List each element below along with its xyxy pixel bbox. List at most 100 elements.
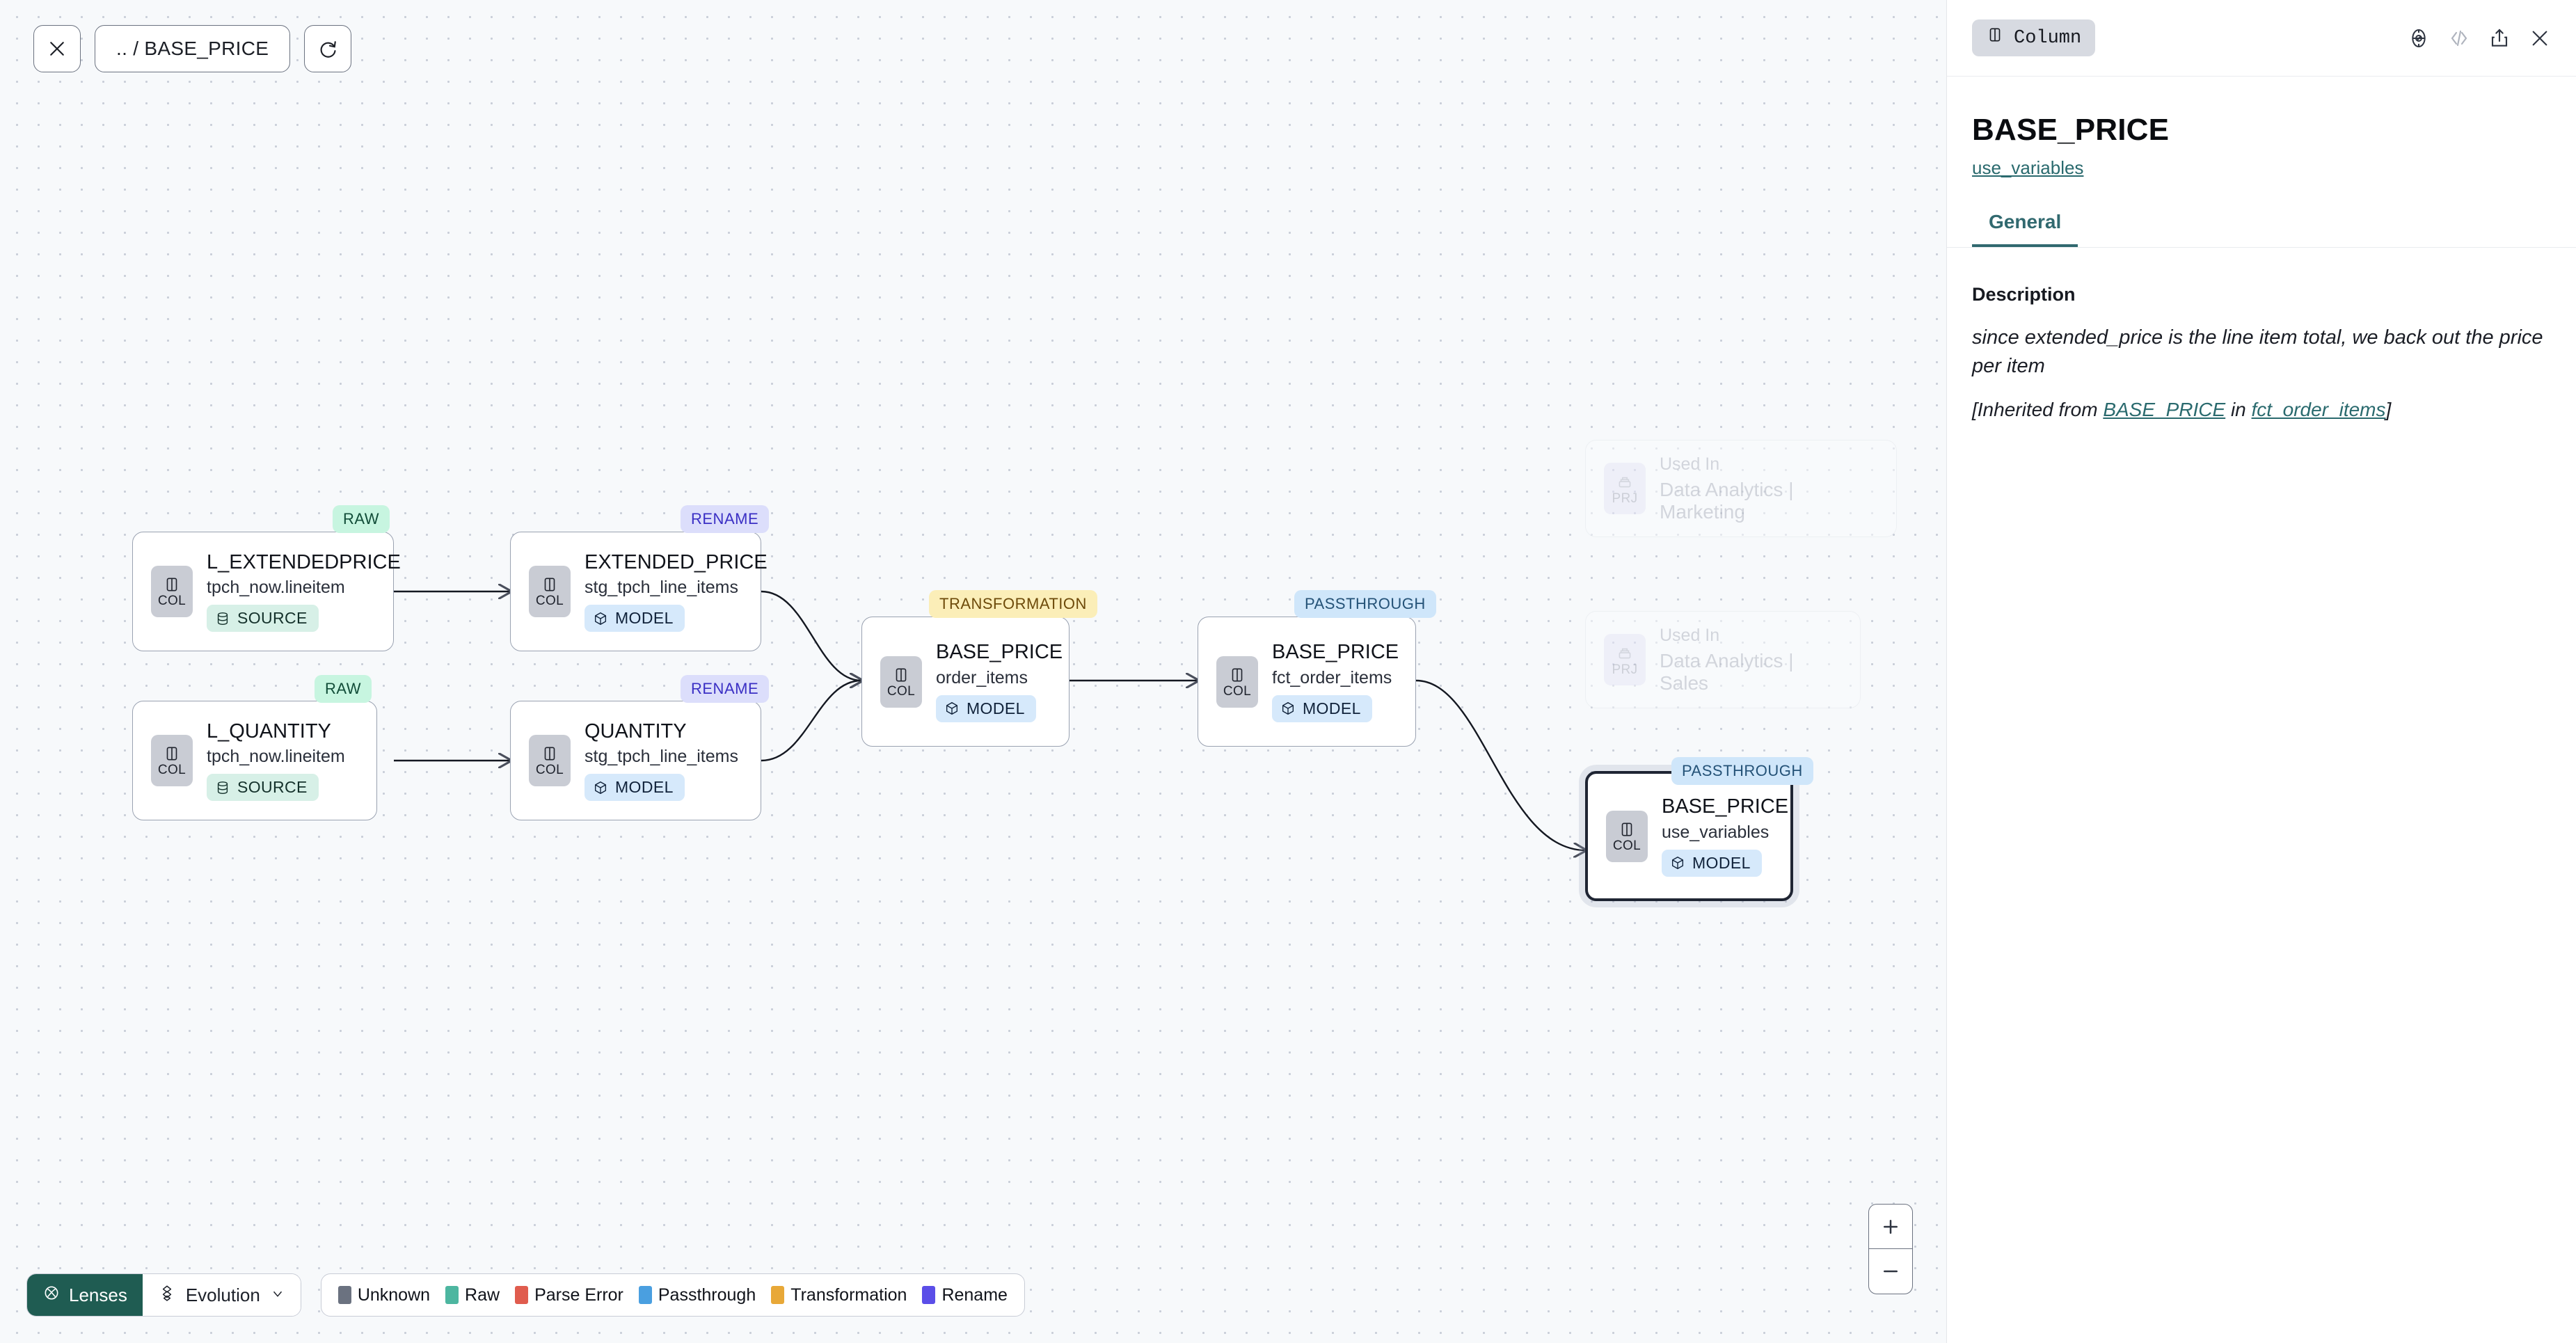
close-icon xyxy=(47,38,67,59)
close-graph-button[interactable] xyxy=(33,25,81,72)
zoom-controls xyxy=(1868,1204,1913,1294)
node-pill-label: MODEL xyxy=(615,778,674,797)
legend-swatch xyxy=(771,1286,785,1304)
inherited-column-link[interactable]: BASE_PRICE xyxy=(2103,399,2226,421)
canvas-toolbar: .. / BASE_PRICE xyxy=(33,25,352,72)
legend-swatch xyxy=(445,1286,459,1304)
project-tag-label: PRJ xyxy=(1612,662,1638,677)
legend-label: Rename xyxy=(941,1285,1008,1305)
node-kind-pill: MODEL xyxy=(1662,849,1762,877)
node-badge-passthrough-use-variables: PASSTHROUGH xyxy=(1671,757,1813,785)
tab-general[interactable]: General xyxy=(1972,211,2078,247)
evolution-label: Evolution xyxy=(185,1284,260,1305)
project-type-tag: PRJ xyxy=(1604,463,1646,514)
zoom-out-button[interactable] xyxy=(1869,1249,1912,1294)
node-badge-raw-quantity: RAW xyxy=(315,675,372,703)
column-tag-label: COL xyxy=(157,763,186,777)
node-subtitle: stg_tpch_line_items xyxy=(585,578,738,598)
ghost-node-used-in-sales[interactable]: PRJ Used In Data Analytics | Sales xyxy=(1585,611,1861,708)
ghost-node-used-in-marketing[interactable]: PRJ Used In Data Analytics | Marketing xyxy=(1585,440,1897,537)
column-type-tag: COL xyxy=(151,566,193,617)
legend-item-unknown: Unknown xyxy=(337,1285,430,1305)
graph-node-base-price-use-variables[interactable]: COL BASE_PRICE use_variables MODEL xyxy=(1585,771,1793,901)
details-panel: Column BASE_PRICE use_variables xyxy=(1946,0,2576,1343)
node-name: EXTENDED_PRICE xyxy=(585,550,768,573)
node-name: BASE_PRICE xyxy=(936,641,1063,664)
evolution-dropdown[interactable]: Evolution xyxy=(142,1274,301,1316)
graph-node-quantity[interactable]: COL QUANTITY stg_tpch_line_items MODEL xyxy=(510,701,761,820)
panel-tabs: General xyxy=(1947,211,2576,248)
legend-swatch xyxy=(515,1286,529,1304)
graph-node-extended-price[interactable]: COL EXTENDED_PRICE stg_tpch_line_items M… xyxy=(510,532,768,651)
lenses-icon xyxy=(42,1284,61,1307)
node-badge-passthrough-fct: PASSTHROUGH xyxy=(1294,590,1436,618)
legend-swatch xyxy=(638,1286,652,1304)
inherited-prefix: [Inherited from xyxy=(1972,399,2104,421)
project-type-tag: PRJ xyxy=(1604,634,1646,685)
legend-label: Passthrough xyxy=(658,1285,756,1305)
column-type-tag: COL xyxy=(529,566,571,617)
refresh-icon xyxy=(317,38,338,59)
zoom-in-button[interactable] xyxy=(1869,1205,1912,1249)
lenses-button[interactable]: Lenses xyxy=(27,1274,143,1316)
chevron-down-icon xyxy=(270,1285,285,1306)
column-tag-label: COL xyxy=(887,683,916,699)
close-icon[interactable] xyxy=(2529,27,2551,49)
node-pill-label: SOURCE xyxy=(237,609,308,628)
parent-model-link-wrap: use_variables xyxy=(1947,148,2576,179)
node-badge-raw-extendedprice: RAW xyxy=(333,505,390,533)
column-type-tag: COL xyxy=(880,655,922,708)
node-name: L_QUANTITY xyxy=(207,720,331,742)
node-name: L_EXTENDEDPRICE xyxy=(207,550,401,573)
lenses-control-group: Lenses Evolution xyxy=(26,1273,301,1317)
node-name: QUANTITY xyxy=(585,720,687,742)
node-pill-label: MODEL xyxy=(967,699,1025,717)
legend-label: Parse Error xyxy=(534,1285,623,1305)
node-kind-pill: MODEL xyxy=(1272,694,1372,722)
node-subtitle: tpch_now.lineitem xyxy=(207,578,345,598)
column-tag-label: COL xyxy=(535,763,564,777)
panel-header: Column xyxy=(1947,0,2576,77)
ghost-node-line1: Used In xyxy=(1660,454,1720,474)
column-tag-label: COL xyxy=(157,594,186,608)
inherited-suffix: ] xyxy=(2385,399,2392,421)
compass-icon[interactable] xyxy=(2408,27,2430,49)
parent-model-link[interactable]: use_variables xyxy=(1972,157,2084,178)
graph-node-base-price-fct-order-items[interactable]: COL BASE_PRICE fct_order_items MODEL xyxy=(1198,617,1416,747)
refresh-button[interactable] xyxy=(304,25,352,72)
node-kind-pill: SOURCE xyxy=(207,605,319,633)
node-pill-label: MODEL xyxy=(1692,853,1751,872)
node-pill-label: MODEL xyxy=(1303,699,1361,717)
legend-item-passthrough: Passthrough xyxy=(638,1285,756,1305)
column-tag-label: COL xyxy=(1612,838,1641,853)
breadcrumb-path-button[interactable]: .. / BASE_PRICE xyxy=(95,25,291,72)
inherited-model-link[interactable]: fct_order_items xyxy=(2251,399,2386,421)
ghost-node-line2: Data Analytics | Sales xyxy=(1660,649,1794,694)
entity-kind-chip[interactable]: Column xyxy=(1972,19,2096,56)
node-pill-label: SOURCE xyxy=(237,778,308,797)
canvas-bottom-bar: Lenses Evolution Unknown xyxy=(26,1273,1025,1317)
lineage-canvas[interactable]: .. / BASE_PRICE xyxy=(0,0,1946,1343)
ghost-node-line1: Used In xyxy=(1660,625,1720,645)
legend-item-raw: Raw xyxy=(445,1285,500,1305)
page-title: BASE_PRICE xyxy=(1972,113,2170,147)
column-type-tag: COL xyxy=(1216,655,1258,708)
legend-label: Transformation xyxy=(790,1285,907,1305)
node-subtitle: fct_order_items xyxy=(1272,667,1392,688)
node-kind-pill: MODEL xyxy=(585,605,685,633)
inherited-middle: in xyxy=(2225,399,2252,421)
node-name: BASE_PRICE xyxy=(1272,641,1399,664)
column-tag-label: COL xyxy=(1223,683,1252,699)
graph-node-l-extendedprice[interactable]: COL L_EXTENDEDPRICE tpch_now.lineitem SO… xyxy=(132,532,401,651)
column-type-tag: COL xyxy=(151,735,193,786)
node-subtitle: tpch_now.lineitem xyxy=(207,747,345,767)
graph-node-l-quantity[interactable]: COL L_QUANTITY tpch_now.lineitem SOURCE xyxy=(132,701,377,820)
entity-kind-label: Column xyxy=(2014,27,2082,49)
description-text: since extended_price is the line item to… xyxy=(1972,326,2543,378)
share-icon[interactable] xyxy=(2488,27,2511,49)
evolution-icon xyxy=(158,1284,176,1307)
project-tag-label: PRJ xyxy=(1612,491,1638,506)
graph-node-base-price-order-items[interactable]: COL BASE_PRICE order_items MODEL xyxy=(861,617,1070,747)
node-kind-pill: SOURCE xyxy=(207,774,319,802)
code-icon[interactable] xyxy=(2448,27,2470,49)
